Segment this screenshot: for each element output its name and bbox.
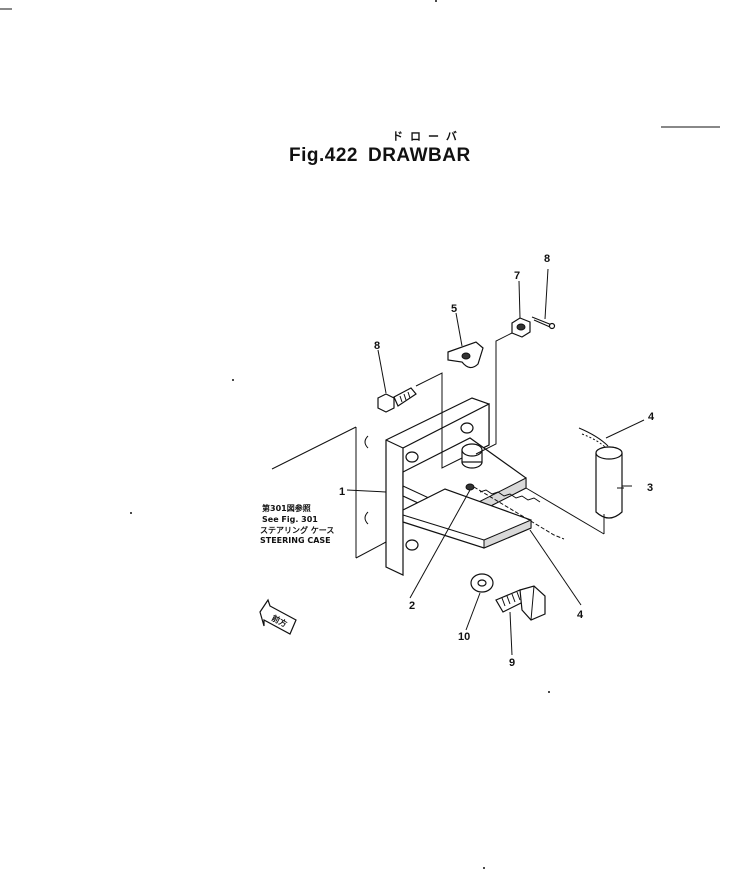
nut — [511, 317, 531, 338]
callout-1: 1 — [339, 486, 345, 498]
figure-title: Fig.422 DRAWBAR — [289, 145, 471, 167]
steering-case-outline — [271, 426, 387, 559]
pin — [578, 427, 623, 519]
figure-kana-title: ドローバ — [392, 130, 464, 143]
callout-4-lower: 4 — [577, 609, 584, 621]
washer — [470, 573, 494, 593]
callout-4-upper: 4 — [648, 411, 655, 423]
callout-7: 7 — [514, 270, 520, 282]
drawbar-bracket — [385, 397, 532, 576]
callout-5: 5 — [451, 303, 457, 315]
callout-9: 9 — [509, 657, 515, 669]
callout-10: 10 — [458, 631, 470, 643]
figure-name: DRAWBAR — [367, 145, 471, 166]
callout-2: 2 — [409, 600, 415, 612]
front-direction-arrow: 前方 — [259, 598, 297, 635]
reference-note-see: See Fig. 301 — [262, 515, 318, 524]
figure-number: Fig.422 — [289, 145, 358, 166]
plate — [447, 341, 484, 369]
cotter-pin — [531, 316, 556, 330]
reference-note: 第301図参照 See Fig. 301 ステアリング ケース STEERING… — [260, 503, 334, 545]
callout-8-upper: 8 — [544, 253, 550, 265]
reference-note-jp: 第301図参照 — [262, 503, 311, 513]
bolt-large — [495, 585, 546, 621]
chain — [473, 486, 565, 540]
callout-8-left: 8 — [374, 340, 380, 352]
reference-note-case: STEERING CASE — [260, 536, 331, 545]
bolt-small — [377, 387, 417, 413]
leader-lines — [346, 268, 645, 656]
reference-note-jp-case: ステアリング ケース — [260, 525, 334, 535]
callout-3: 3 — [647, 482, 653, 494]
